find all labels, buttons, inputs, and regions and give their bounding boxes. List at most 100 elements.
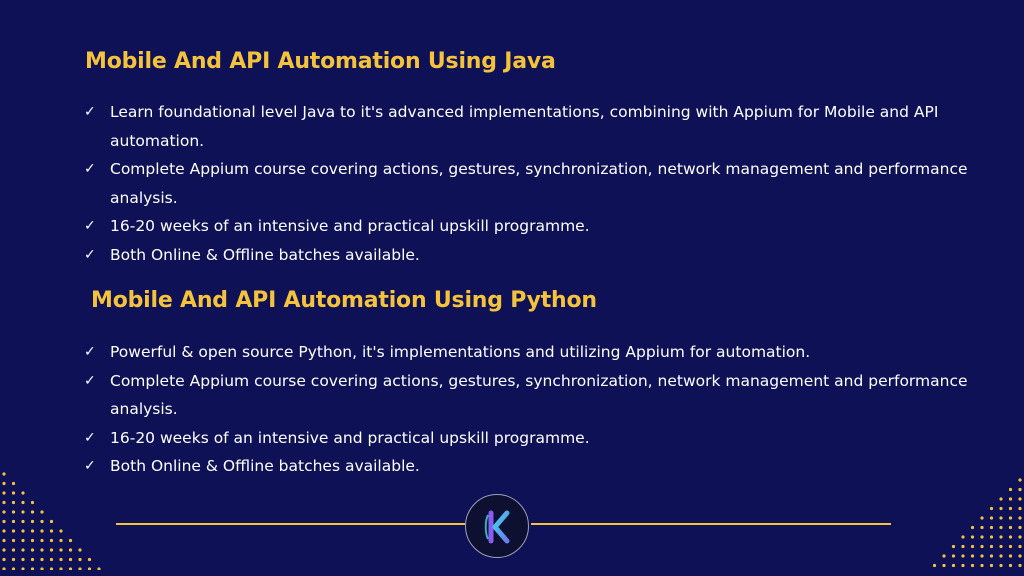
decorative-dot [1018, 544, 1022, 549]
list-item-text: 16-20 weeks of an intensive and practica… [110, 428, 590, 447]
decorative-dot [68, 557, 73, 562]
list-item: ✓ Both Online & Offline batches available… [84, 241, 1004, 270]
decorative-dot [40, 519, 44, 524]
list-item-text: Complete Appium course covering actions,… [110, 371, 968, 419]
decorative-dot [1018, 563, 1022, 568]
list-item-text: Both Online & Offline batches available. [110, 457, 420, 475]
checkmark-icon: ✓ [84, 429, 96, 446]
decorative-dot [980, 525, 984, 530]
decorative-dot [40, 510, 44, 514]
decorative-dot [97, 567, 101, 570]
decorative-dot [961, 535, 965, 539]
decorative-dot [1018, 487, 1022, 492]
checkmark-icon: ✓ [84, 104, 96, 120]
decorative-dot [980, 554, 984, 558]
decorative-dot [970, 544, 975, 549]
decorative-dot [999, 506, 1003, 511]
decorative-dot [2, 472, 6, 476]
decorative-dot [1018, 535, 1022, 539]
decorative-dot [87, 567, 92, 570]
checkmark-icon: ✓ [84, 246, 96, 263]
list-item-text: Complete Appium course covering actions,… [110, 160, 968, 207]
decorative-dot [1018, 554, 1022, 558]
decorative-dot [21, 519, 25, 524]
decorative-dot [11, 491, 16, 495]
decorative-dot [11, 519, 16, 524]
divider-right [531, 523, 891, 525]
decorative-dot [49, 529, 54, 533]
decorative-dot [11, 510, 16, 514]
decorative-dot [21, 548, 25, 552]
decorative-dots-right [932, 478, 1022, 568]
decorative-dot [999, 497, 1003, 501]
decorative-dot [980, 563, 984, 568]
list-item: ✓ Both Online & Offline batches available… [84, 452, 1004, 481]
decorative-dot [970, 563, 975, 568]
section-title-java: Mobile And API Automation Using Java [85, 49, 556, 74]
python-bullet-list: ✓Powerful & open source Python, it's imp… [84, 338, 1004, 481]
java-bullet-list: ✓ Learn foundational level Java to it's a… [84, 98, 1004, 269]
decorative-dot [999, 516, 1003, 520]
list-item: ✓ Learn foundational level Java to it's a… [84, 98, 1004, 155]
decorative-dot [2, 519, 6, 524]
decorative-dot [2, 529, 6, 533]
decorative-dot [59, 538, 63, 543]
decorative-dot [40, 529, 44, 533]
decorative-dot [942, 554, 946, 558]
decorative-dot [30, 500, 35, 505]
decorative-dot [1008, 554, 1013, 558]
decorative-dot [2, 510, 6, 514]
decorative-dot [11, 567, 16, 570]
decorative-dot [1008, 497, 1013, 501]
decorative-dot [30, 510, 35, 514]
checkmark-icon: ✓ [84, 218, 96, 234]
list-item-text: Both Online & Offline batches available. [110, 245, 420, 264]
decorative-dot [1018, 506, 1022, 511]
checkmark-icon: ✓ [84, 344, 96, 360]
decorative-dot [87, 557, 92, 562]
section-title-python: Mobile And API Automation Using Python [91, 288, 597, 313]
decorative-dot [1008, 506, 1013, 511]
decorative-dot [21, 567, 25, 570]
decorative-dot [30, 548, 35, 552]
decorative-dot [49, 567, 54, 570]
decorative-dot [980, 535, 984, 539]
decorative-dot [1018, 478, 1022, 482]
decorative-dot [999, 554, 1003, 558]
checkmark-icon: ✓ [84, 458, 96, 474]
decorative-dot [989, 516, 994, 520]
decorative-dot [59, 529, 63, 533]
decorative-dot [970, 554, 975, 558]
decorative-dot [11, 481, 16, 486]
decorative-dot [59, 557, 63, 562]
decorative-dot [68, 548, 73, 552]
decorative-dot [2, 481, 6, 486]
list-item: ✓Powerful & open source Python, it's imp… [84, 338, 1004, 367]
decorative-dot [989, 544, 994, 549]
checkmark-icon: ✓ [84, 372, 96, 389]
decorative-dot [40, 557, 44, 562]
decorative-dot [1008, 516, 1013, 520]
decorative-dot [40, 538, 44, 543]
decorative-dot [961, 544, 965, 549]
checkmark-icon: ✓ [84, 161, 96, 177]
decorative-dot [999, 535, 1003, 539]
decorative-dot [11, 548, 16, 552]
list-item-text: 16-20 weeks of an intensive and practica… [110, 217, 590, 235]
decorative-dot [951, 554, 956, 558]
decorative-dot [30, 557, 35, 562]
decorative-dot [989, 506, 994, 511]
decorative-dot [999, 563, 1003, 568]
list-item-text: Learn foundational level Java to it's ad… [110, 103, 939, 150]
decorative-dot [951, 563, 956, 568]
decorative-dot [30, 519, 35, 524]
decorative-dot [11, 500, 16, 505]
decorative-dot [1008, 535, 1013, 539]
decorative-dot [11, 529, 16, 533]
list-item: ✓ 16-20 weeks of an intensive and practic… [84, 212, 1004, 241]
decorative-dot [2, 538, 6, 543]
decorative-dot [2, 557, 6, 562]
decorative-dot [21, 538, 25, 543]
decorative-dot [989, 563, 994, 568]
decorative-dot [40, 548, 44, 552]
